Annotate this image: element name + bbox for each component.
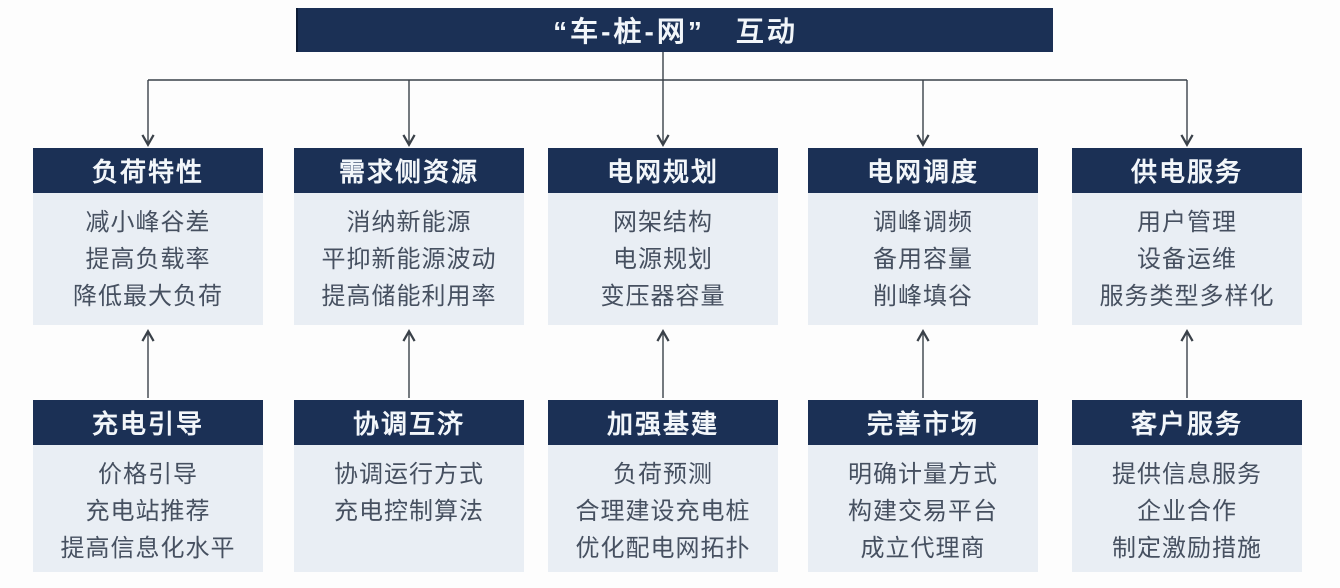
node-item: 用户管理 [1137, 209, 1237, 236]
node-items: 网架结构 电源规划 变压器容量 [548, 193, 778, 325]
node-item: 优化配电网拓扑 [575, 535, 751, 562]
node-grid-dispatch: 电网调度 调峰调频 备用容量 削峰填谷 [808, 148, 1038, 325]
node-item: 电源规划 [613, 246, 713, 273]
node-charging-guidance: 充电引导 价格引导 充电站推荐 提高信息化水平 [33, 400, 263, 572]
node-item: 提高信息化水平 [60, 535, 236, 562]
node-item: 调峰调频 [873, 209, 973, 236]
node-power-supply-service: 供电服务 用户管理 设备运维 服务类型多样化 [1072, 148, 1302, 325]
node-title: 电网规划 [548, 148, 778, 193]
node-item: 变压器容量 [600, 283, 726, 310]
node-item: 提高负载率 [85, 246, 211, 273]
node-item: 平抑新能源波动 [321, 246, 497, 273]
node-demand-side-resources: 需求侧资源 消纳新能源 平抑新能源波动 提高储能利用率 [294, 148, 524, 325]
node-title: 客户服务 [1072, 400, 1302, 445]
node-items: 明确计量方式 构建交易平台 成立代理商 [808, 445, 1038, 572]
node-item: 削峰填谷 [873, 283, 973, 310]
node-load-characteristics: 负荷特性 减小峰谷差 提高负载率 降低最大负荷 [33, 148, 263, 325]
node-item: 提高储能利用率 [321, 283, 497, 310]
node-item: 降低最大负荷 [73, 283, 223, 310]
node-item: 明确计量方式 [848, 461, 998, 488]
node-items: 用户管理 设备运维 服务类型多样化 [1072, 193, 1302, 325]
node-items: 提供信息服务 企业合作 制定激励措施 [1072, 445, 1302, 572]
node-item: 减小峰谷差 [85, 209, 211, 236]
node-coordinated-mutual-aid: 协调互济 协调运行方式 充电控制算法 [294, 400, 524, 572]
node-items: 消纳新能源 平抑新能源波动 提高储能利用率 [294, 193, 524, 325]
node-items: 减小峰谷差 提高负载率 降低最大负荷 [33, 193, 263, 325]
node-title: 充电引导 [33, 400, 263, 445]
node-title: 协调互济 [294, 400, 524, 445]
node-items: 价格引导 充电站推荐 提高信息化水平 [33, 445, 263, 572]
node-strengthen-infrastructure: 加强基建 负荷预测 合理建设充电桩 优化配电网拓扑 [548, 400, 778, 572]
node-title: 负荷特性 [33, 148, 263, 193]
node-item: 设备运维 [1137, 246, 1237, 273]
node-item: 负荷预测 [613, 461, 713, 488]
node-title: 供电服务 [1072, 148, 1302, 193]
diagram-title: “车-桩-网” 互动 [296, 8, 1053, 52]
node-item: 备用容量 [873, 246, 973, 273]
node-item: 提供信息服务 [1112, 461, 1262, 488]
node-item: 价格引导 [98, 461, 198, 488]
node-items: 调峰调频 备用容量 削峰填谷 [808, 193, 1038, 325]
node-items: 协调运行方式 充电控制算法 [294, 445, 524, 572]
node-item: 成立代理商 [860, 535, 986, 562]
node-item: 企业合作 [1137, 498, 1237, 525]
node-item: 合理建设充电桩 [575, 498, 751, 525]
node-customer-service: 客户服务 提供信息服务 企业合作 制定激励措施 [1072, 400, 1302, 572]
node-title: 需求侧资源 [294, 148, 524, 193]
node-item: 充电控制算法 [334, 498, 484, 525]
node-title: 完善市场 [808, 400, 1038, 445]
node-item: 网架结构 [613, 209, 713, 236]
node-title: 电网调度 [808, 148, 1038, 193]
node-grid-planning: 电网规划 网架结构 电源规划 变压器容量 [548, 148, 778, 325]
node-title: 加强基建 [548, 400, 778, 445]
node-item: 服务类型多样化 [1099, 283, 1275, 310]
node-item: 消纳新能源 [346, 209, 472, 236]
node-item: 充电站推荐 [85, 498, 211, 525]
node-item: 构建交易平台 [848, 498, 998, 525]
node-improve-market: 完善市场 明确计量方式 构建交易平台 成立代理商 [808, 400, 1038, 572]
node-item: 制定激励措施 [1112, 535, 1262, 562]
node-items: 负荷预测 合理建设充电桩 优化配电网拓扑 [548, 445, 778, 572]
node-item: 协调运行方式 [334, 461, 484, 488]
